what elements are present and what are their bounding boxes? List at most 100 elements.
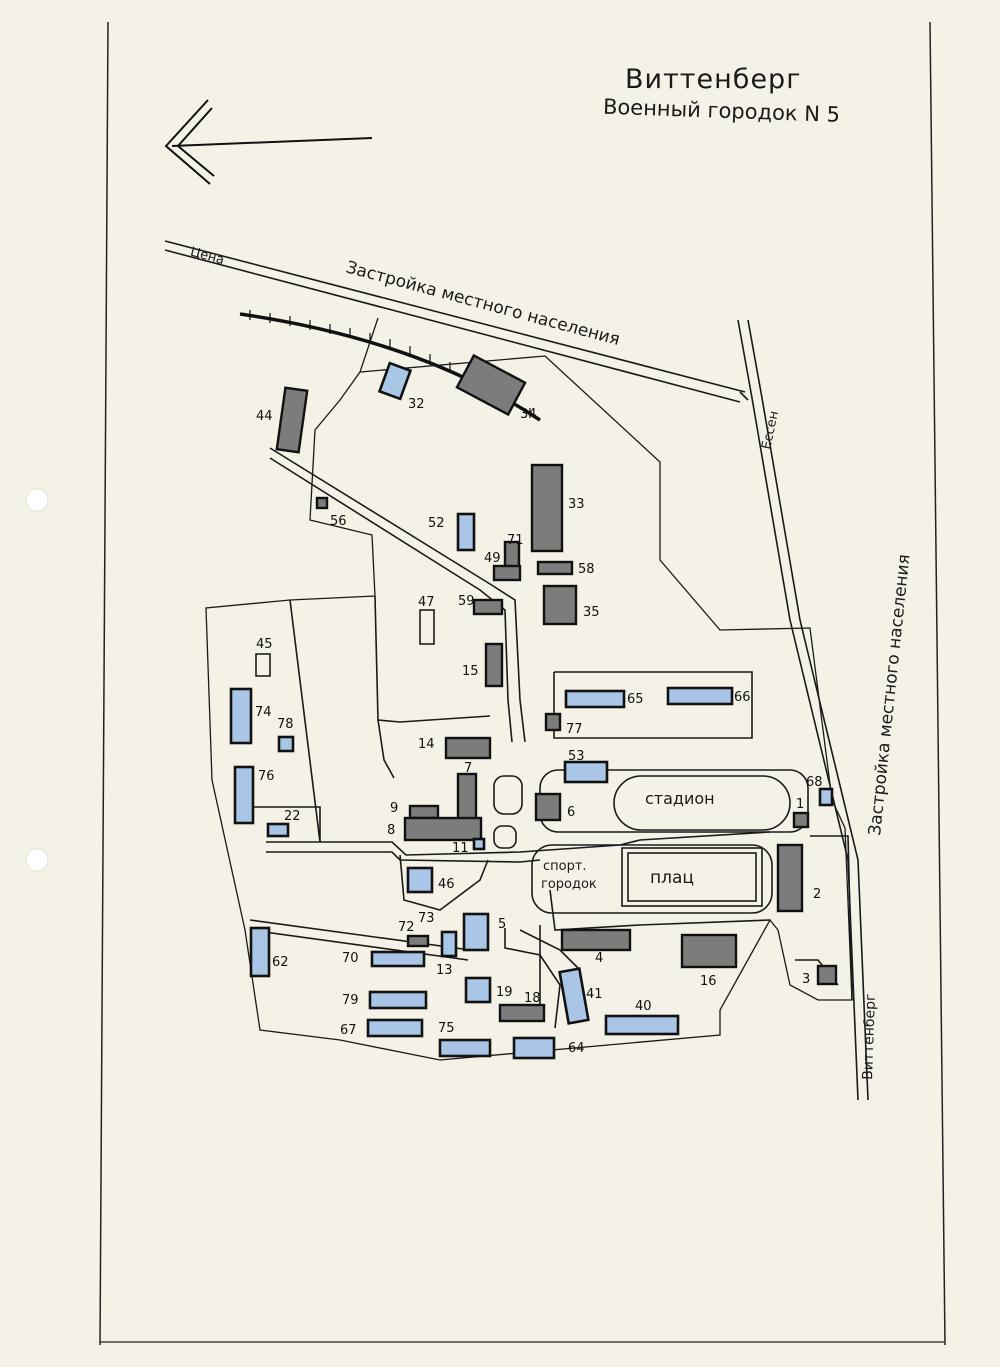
building-79 [368,990,428,1010]
area-label-local-right: Застройка местного населения [865,553,914,836]
building-label: 5 [498,917,506,932]
punch-hole [25,848,49,872]
building-56 [315,496,329,510]
building-49 [492,564,522,582]
building-16 [680,933,738,969]
building-13 [440,930,458,958]
building-label: 11 [452,841,469,856]
parade-ground-label: плац [650,868,694,888]
building-9 [408,804,440,820]
building-47 [419,609,435,645]
building-label: 72 [398,920,415,935]
building-label: 41 [586,987,603,1002]
building-label: 40 [635,999,652,1014]
building-1 [792,811,810,829]
building-label: 32 [408,397,425,412]
stadium-label: стадион [645,789,715,808]
building-label: 68 [806,775,823,790]
building-40 [604,1014,680,1036]
building-label: 65 [627,692,644,707]
building-label: 34 [520,407,537,422]
building-35 [542,584,578,626]
building-70 [370,950,426,968]
building-32 [377,361,413,401]
building-11 [472,837,486,851]
building-46 [406,866,434,894]
building-label: 8 [387,823,395,838]
building-label: 47 [418,595,435,610]
building-label: 2 [813,887,821,902]
building-label: 16 [700,974,717,989]
building-78 [277,735,295,753]
building-74 [229,687,253,745]
building-34 [455,353,527,417]
building-label: 14 [418,737,435,752]
building-6 [534,792,562,822]
sports-ground-label: спорт. [543,859,587,874]
building-label: 71 [507,533,524,548]
building-labels: 32 34 44 33 56 52 71 49 58 35 59 47 45 1… [255,397,823,1056]
building-label: 19 [496,985,513,1000]
building-66 [666,686,734,706]
building-5 [462,912,490,952]
building-label: 15 [462,664,479,679]
buildings [229,353,838,1060]
building-15 [484,642,504,688]
punch-hole [25,488,49,512]
building-label: 3 [802,972,810,987]
building-77 [544,712,562,732]
building-label: 73 [418,911,435,926]
building-41 [558,967,590,1025]
building-53 [563,760,609,784]
building-label: 79 [342,993,359,1008]
building-label: 70 [342,951,359,966]
building-76 [233,765,255,825]
building-33 [530,463,564,553]
building-label: 4 [595,951,603,966]
building-8 [403,816,483,842]
north-arrow-icon [164,99,373,185]
building-label: 53 [568,749,585,764]
building-22 [266,822,290,838]
building-62 [249,926,271,978]
building-label: 64 [568,1041,585,1056]
building-label: 7 [464,761,472,776]
building-label: 74 [255,705,272,720]
perimeter-fence [205,317,853,1061]
building-2 [776,843,804,913]
building-4 [560,928,632,952]
building-label: 59 [458,594,475,609]
building-label: 44 [256,409,273,424]
building-label: 1 [796,797,804,812]
building-59 [472,598,504,616]
interior-roads [240,447,853,1029]
building-label: 56 [330,514,347,529]
building-label: 76 [258,769,275,784]
building-label: 9 [390,801,398,816]
building-18 [498,1003,546,1023]
building-label: 22 [284,809,301,824]
building-label: 77 [566,722,583,737]
building-label: 35 [583,605,600,620]
building-label: 46 [438,877,455,892]
building-68 [818,787,834,807]
building-72 [406,934,430,948]
building-label: 49 [484,551,501,566]
building-52 [456,512,476,552]
area-label-local-top: Застройка местного населения [344,258,622,350]
building-label: 6 [567,805,575,820]
building-label: 78 [277,717,294,732]
building-label: 67 [340,1023,357,1038]
building-label: 18 [524,991,541,1006]
building-64 [512,1036,556,1060]
building-58 [536,560,574,576]
road-to-zehna [164,240,746,403]
direction-label-wittenberg: Виттенберг [860,993,879,1080]
direction-label-zehna: Цена [189,245,226,268]
building-7 [456,772,478,824]
frame-right-line [929,21,946,1346]
building-label: 13 [436,963,453,978]
building-65 [564,689,626,709]
building-label: 62 [272,955,289,970]
